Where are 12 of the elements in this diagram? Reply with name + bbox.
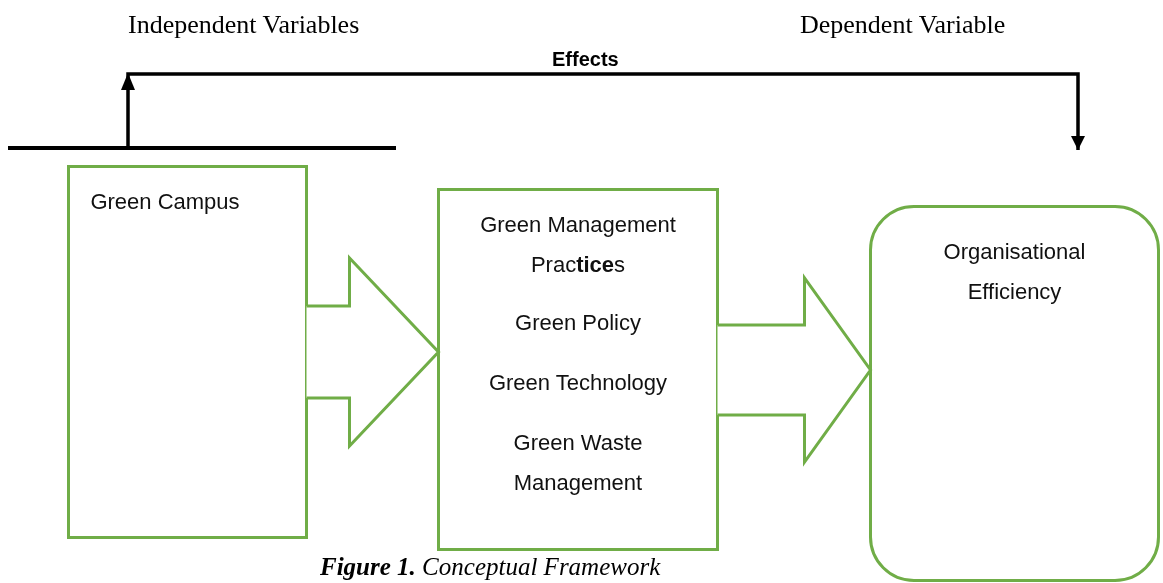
figure-caption: Figure 1. Conceptual Framework [320, 553, 661, 581]
node-text: Green Technology [487, 369, 669, 397]
column-heading: Dependent Variable [800, 10, 1006, 40]
process-box [437, 188, 719, 551]
node-text: Green Policy [514, 309, 642, 337]
column-heading: Independent Variables [128, 10, 360, 40]
node-text: Organisational Efficiency [942, 238, 1087, 306]
node-text: Green Waste Management [512, 429, 644, 497]
process-box [67, 165, 308, 539]
node-text: Green Management Practices [479, 211, 677, 279]
rounded-box [869, 205, 1160, 582]
node-text: Green Campus [90, 188, 240, 216]
